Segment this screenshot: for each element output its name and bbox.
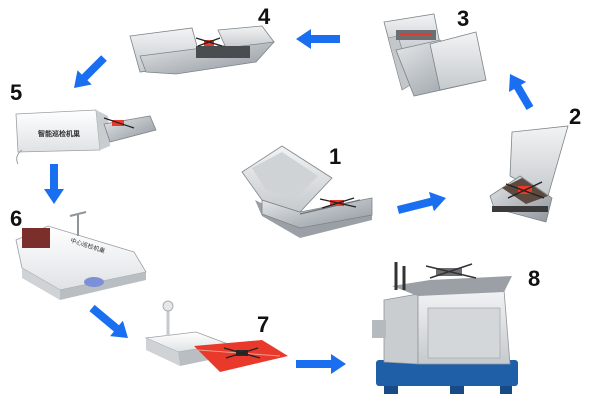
device-5-label: 智能巡检机巢	[38, 129, 81, 138]
antenna-mast-6	[69, 211, 87, 236]
step-number-5: 5	[10, 80, 23, 105]
device-6-station	[15, 211, 147, 300]
step-number-2: 2	[569, 104, 582, 129]
step-number-1: 1	[329, 144, 342, 169]
mast-7	[162, 300, 174, 336]
drone-7	[223, 347, 261, 359]
flow-arrows	[44, 29, 534, 374]
arrow-7-to-8	[296, 354, 346, 374]
device-8-station	[372, 262, 518, 394]
step-number-7: 7	[257, 312, 270, 337]
arrow-2-to-3	[509, 74, 534, 110]
arrow-5-to-6	[44, 164, 64, 204]
arrow-3-to-4	[296, 29, 340, 49]
drone-4	[195, 37, 223, 47]
antennas-8	[394, 262, 406, 290]
arrow-6-to-7	[89, 304, 128, 338]
device-7-platform	[144, 300, 288, 372]
pallet-8	[376, 360, 518, 386]
device-3-enclosure	[383, 13, 487, 97]
drone-8	[425, 263, 477, 279]
arrow-4-to-5	[74, 55, 107, 88]
step-number-4: 4	[258, 4, 271, 29]
step-number-6: 6	[10, 206, 23, 231]
step-number-8: 8	[528, 266, 541, 291]
device-2-enclosure	[489, 125, 569, 223]
device-5-box	[15, 109, 157, 165]
arrow-1-to-2	[397, 191, 446, 214]
step-number-3: 3	[457, 6, 470, 31]
device-1-enclosure	[241, 145, 373, 238]
device-4-enclosure	[129, 25, 275, 75]
drone-1	[319, 197, 357, 209]
drone-5	[103, 117, 135, 129]
drone-2	[505, 181, 545, 199]
